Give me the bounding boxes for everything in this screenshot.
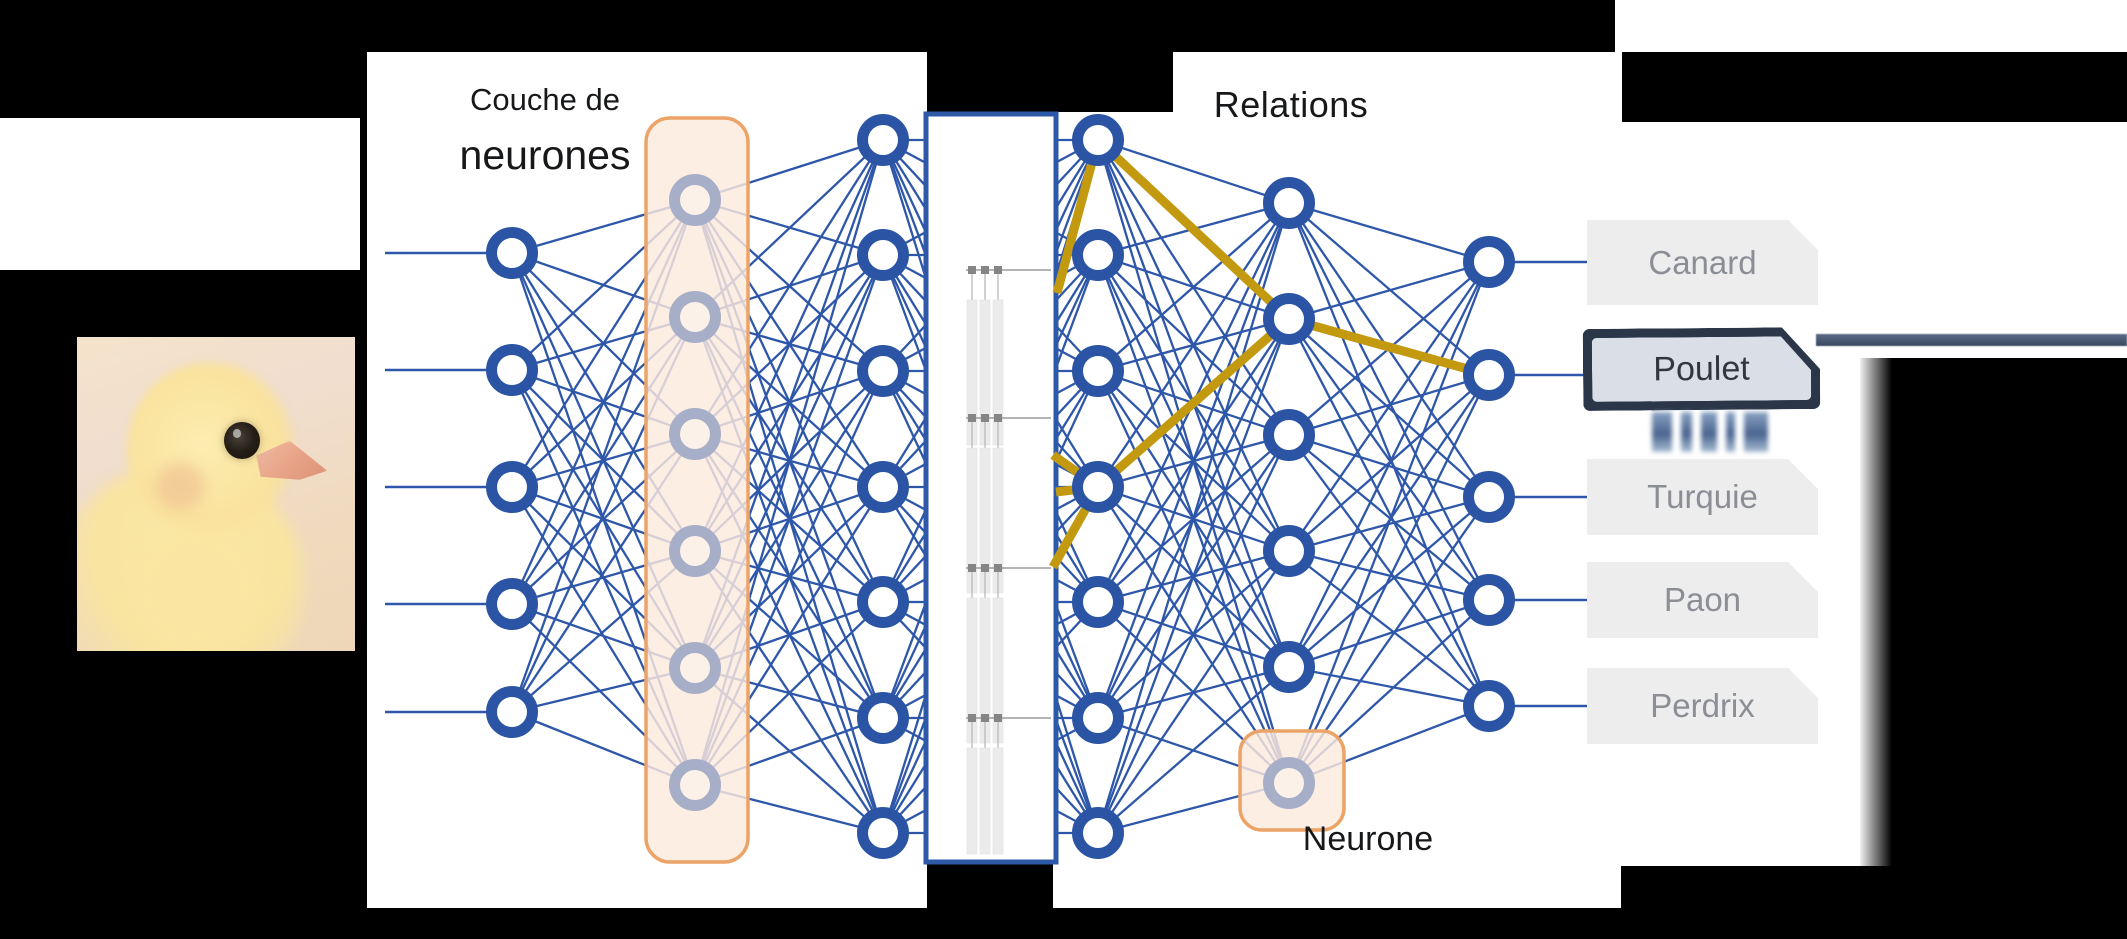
neuron — [486, 686, 538, 738]
neuron — [486, 578, 538, 630]
neuron — [486, 344, 538, 396]
neuron — [486, 461, 538, 513]
chick-neck — [132, 525, 258, 651]
neurons — [486, 114, 1515, 859]
selected-label-line-extension — [1816, 334, 2127, 346]
output-label-turquie: Turquie — [1587, 459, 1818, 535]
neuron — [1463, 349, 1515, 401]
neuron — [1463, 236, 1515, 288]
neuron — [857, 461, 909, 513]
smear-bar — [1652, 412, 1672, 452]
relations-caption: Relations — [1213, 84, 1369, 125]
smear-bar — [1681, 412, 1692, 452]
neuron-gray — [669, 174, 721, 226]
layer-highlight-box — [644, 116, 750, 864]
neuron-gray — [669, 642, 721, 694]
top-crop-notch — [1053, 52, 1173, 112]
neuron — [1072, 461, 1124, 513]
vector-strip — [923, 111, 1059, 865]
output-label-paon: Paon — [1587, 562, 1818, 638]
labels-background-top — [1615, 0, 2127, 52]
labels-background-sliver — [1615, 52, 1622, 122]
neuron — [857, 229, 909, 281]
motion-blur-smear — [1652, 412, 1802, 452]
neuron — [1072, 114, 1124, 166]
neuron — [857, 692, 909, 744]
neuron-gray — [669, 525, 721, 577]
labels-background-fade — [1858, 358, 1892, 866]
layer-caption-line1: Couche de — [470, 82, 620, 117]
neuron — [486, 227, 538, 279]
chick-head — [127, 362, 294, 535]
chick-eye-icon — [224, 421, 261, 460]
chick-cheek — [154, 462, 205, 510]
neuron — [1072, 576, 1124, 628]
neuron — [1072, 692, 1124, 744]
neuron — [1463, 574, 1515, 626]
smear-bar — [1701, 412, 1717, 452]
neuron — [1263, 641, 1315, 693]
neuron — [857, 576, 909, 628]
smear-bar — [1726, 412, 1735, 452]
neuron-caption: Neurone — [1302, 820, 1434, 858]
output-label-selected-text: Poulet — [1592, 336, 1812, 402]
neuron — [1463, 471, 1515, 523]
neuron — [1263, 177, 1315, 229]
output-label-poulet: Poulet — [1583, 327, 1821, 411]
neuron-gray — [669, 408, 721, 460]
left-white-band — [0, 118, 360, 270]
neuron — [857, 114, 909, 166]
neuron — [1072, 807, 1124, 859]
neuron-gray — [669, 291, 721, 343]
neuron — [1263, 409, 1315, 461]
output-label-perdrix: Perdrix — [1587, 668, 1818, 744]
neuron — [857, 345, 909, 397]
neuron — [1263, 525, 1315, 577]
output-label-canard: Canard — [1587, 220, 1818, 305]
chick-photo — [77, 337, 355, 651]
layer-caption: Couche de neurones — [428, 82, 662, 179]
layer-caption-line2: neurones — [459, 132, 631, 178]
neuron — [1463, 680, 1515, 732]
neuron — [1072, 345, 1124, 397]
neuron-gray — [1263, 757, 1315, 809]
neuron — [857, 807, 909, 859]
smear-bar — [1744, 412, 1768, 452]
neuron — [1263, 293, 1315, 345]
neuron-gray — [669, 759, 721, 811]
neuron — [1072, 229, 1124, 281]
